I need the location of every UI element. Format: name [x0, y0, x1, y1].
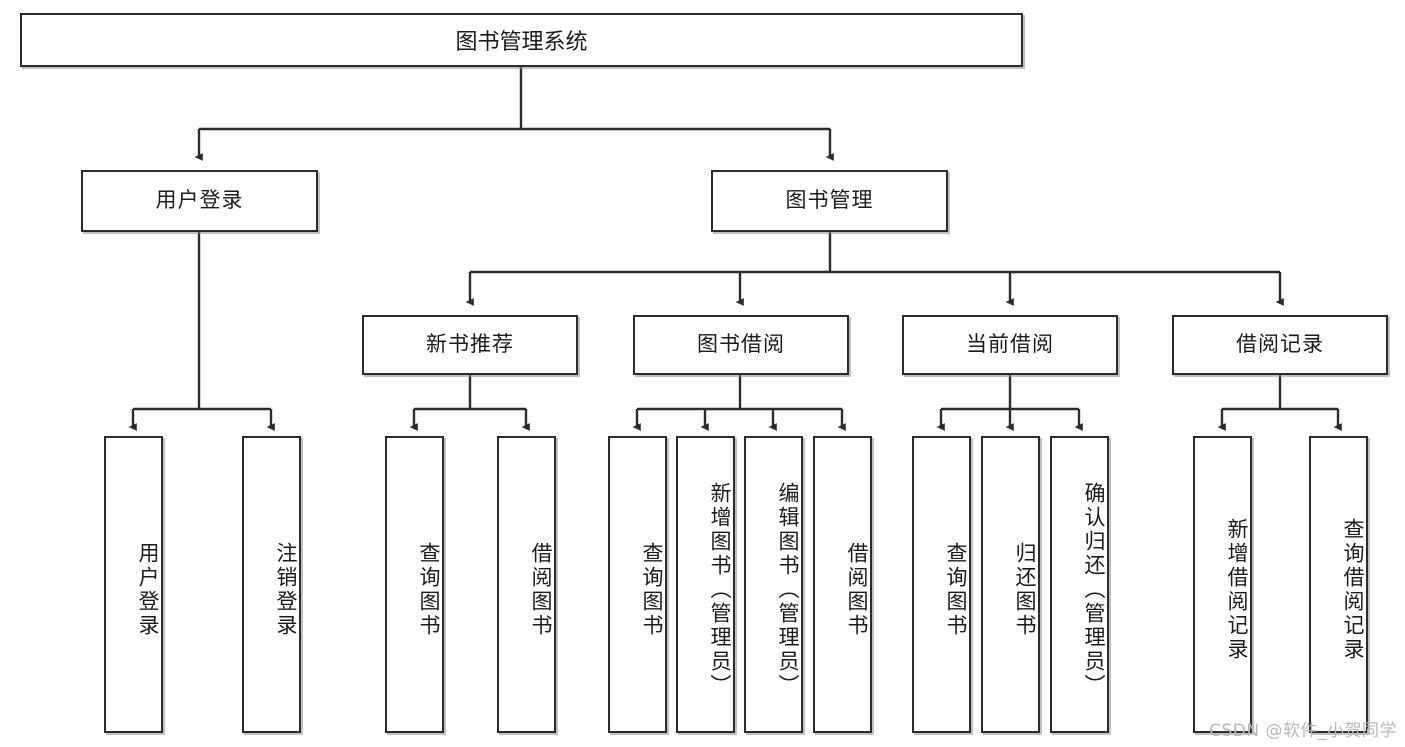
leaf-current-query-book[interactable]: 查询图书 [912, 436, 971, 733]
node-new-book-recommend[interactable]: 新书推荐 [362, 315, 578, 375]
leaf-label: 用户登录 [136, 541, 160, 638]
leaf-label: 新增图书（管理员） [708, 481, 732, 698]
leaf-label: 注销登录 [274, 541, 298, 638]
node-current-borrow[interactable]: 当前借阅 [902, 315, 1118, 375]
leaf-label: 归还图书 [1013, 541, 1037, 638]
leaf-label: 查询图书 [944, 541, 968, 638]
leaf-label: 新增借阅记录 [1225, 517, 1249, 662]
leaf-label: 借阅图书 [529, 541, 553, 638]
node-user-login[interactable]: 用户登录 [81, 170, 318, 232]
node-book-borrow[interactable]: 图书借阅 [633, 315, 849, 375]
leaf-recommend-query-book[interactable]: 查询图书 [385, 436, 444, 733]
leaf-borrow-borrow-book[interactable]: 借阅图书 [813, 436, 872, 733]
leaf-record-add-record[interactable]: 新增借阅记录 [1193, 436, 1252, 733]
node-root-system[interactable]: 图书管理系统 [20, 13, 1023, 67]
leaf-label: 查询借阅记录 [1341, 517, 1365, 662]
node-borrow-record[interactable]: 借阅记录 [1172, 315, 1388, 375]
leaf-borrow-add-book[interactable]: 新增图书（管理员） [676, 436, 735, 733]
leaf-label: 查询图书 [640, 541, 664, 638]
leaf-label: 借阅图书 [845, 541, 869, 638]
leaf-borrow-edit-book[interactable]: 编辑图书（管理员） [744, 436, 803, 733]
leaf-label: 查询图书 [417, 541, 441, 638]
leaf-label: 确认归还（管理员） [1082, 481, 1106, 698]
leaf-borrow-query-book[interactable]: 查询图书 [608, 436, 667, 733]
leaf-recommend-borrow-book[interactable]: 借阅图书 [497, 436, 556, 733]
leaf-current-confirm-return[interactable]: 确认归还（管理员） [1050, 436, 1109, 733]
node-book-manage[interactable]: 图书管理 [711, 170, 948, 232]
leaf-label: 编辑图书（管理员） [776, 481, 800, 698]
leaf-user-logout[interactable]: 注销登录 [242, 436, 301, 733]
leaf-user-login[interactable]: 用户登录 [104, 436, 163, 733]
leaf-record-query-record[interactable]: 查询借阅记录 [1309, 436, 1368, 733]
csdn-watermark: CSDN @软件_小贺同学 [1209, 721, 1397, 741]
leaf-current-return-book[interactable]: 归还图书 [981, 436, 1040, 733]
